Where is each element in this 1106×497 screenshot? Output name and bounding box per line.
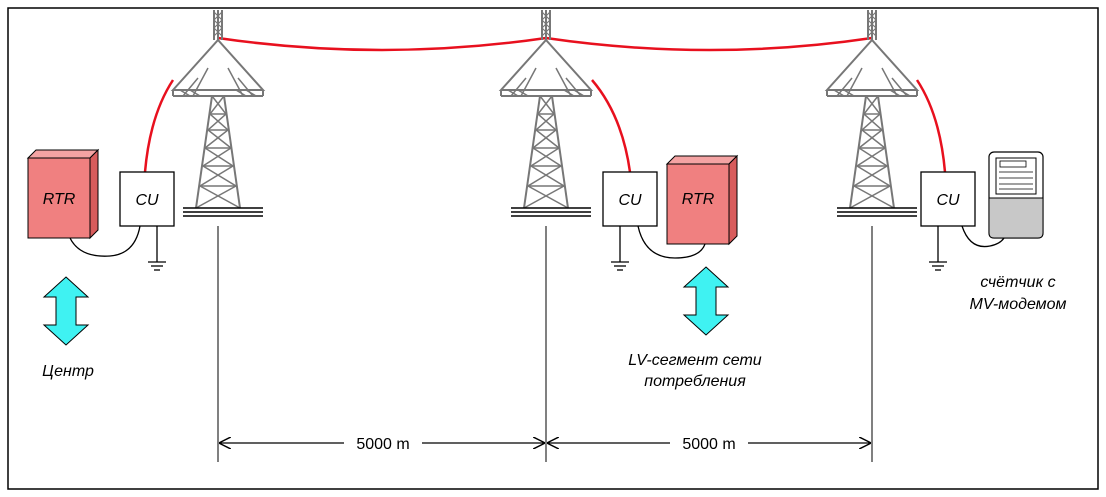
meter-icon — [988, 151, 1044, 239]
rtr-box-left: RTR — [27, 149, 99, 239]
svg-text:CU: CU — [618, 192, 642, 209]
distance-label-right: 5000 m — [682, 436, 735, 453]
link-wire-left — [69, 225, 141, 257]
cu-box-middle: CU — [602, 171, 658, 227]
drop-wire-middle — [591, 79, 632, 173]
svg-text:RTR: RTR — [682, 191, 715, 208]
svg-text:RTR: RTR — [43, 191, 76, 208]
cu-box-right: CU — [920, 171, 976, 227]
label-lv-segment-line1: LV-сегмент сети — [628, 352, 762, 369]
distance-label-left: 5000 m — [356, 436, 409, 453]
rtr-box-middle: RTR — [666, 155, 738, 245]
label-meter-line2: MV-модемом — [970, 296, 1067, 313]
svg-text:CU: CU — [936, 192, 960, 209]
cu-box-left: CU — [119, 171, 175, 227]
link-wire-right — [961, 225, 1005, 248]
dimension-left: 5000 m — [220, 436, 544, 453]
dimension-right: 5000 m — [548, 436, 870, 453]
label-meter-line1: счётчик с — [980, 274, 1055, 291]
label-center: Центр — [42, 363, 94, 380]
drop-wire-right — [915, 79, 947, 173]
drop-wire-left — [143, 79, 175, 173]
label-lv-segment-line2: потребления — [644, 373, 746, 390]
link-wire-middle — [637, 225, 706, 259]
svg-text:CU: CU — [135, 192, 159, 209]
